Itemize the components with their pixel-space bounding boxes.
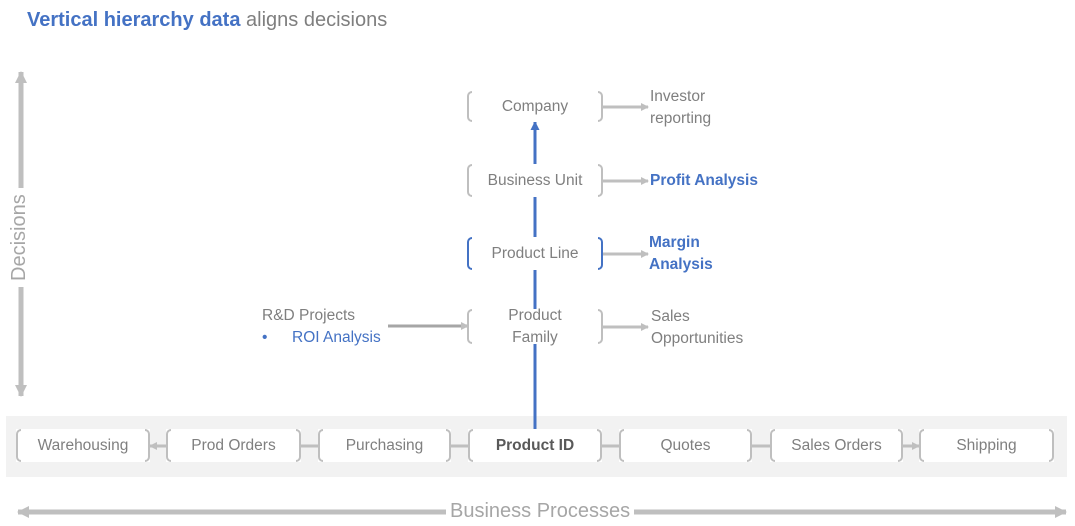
process-warehousing: Warehousing <box>16 429 150 462</box>
box-product-family: Product Family <box>467 307 603 346</box>
roi-analysis: ROI Analysis <box>292 329 381 346</box>
product-line-label: Product Line <box>491 244 579 262</box>
process-sales-orders: Sales Orders <box>770 429 903 462</box>
page-title: Vertical hierarchy data aligns decisions <box>27 9 387 32</box>
process-label: Shipping <box>956 436 1017 454</box>
company-label: Company <box>501 97 569 115</box>
process-shipping: Shipping <box>919 429 1054 462</box>
process-label: Quotes <box>660 436 711 454</box>
business-unit-label: Business Unit <box>487 171 583 189</box>
process-quotes: Quotes <box>619 429 752 462</box>
output-margin: Margin Analysis <box>649 234 713 273</box>
decisions-axis-label: Decisions <box>8 188 31 287</box>
output-investor: Investor reporting <box>650 88 712 127</box>
process-label: Prod Orders <box>191 436 276 454</box>
process-label: Purchasing <box>345 436 424 454</box>
output-profit: Profit Analysis <box>650 172 758 189</box>
title-bold: Vertical hierarchy data <box>27 9 241 31</box>
bullet-icon: • <box>262 329 268 346</box>
process-prod-orders: Prod Orders <box>166 429 301 462</box>
output-sales: Sales Opportunities <box>651 308 744 347</box>
process-product-id: Product ID <box>468 429 602 462</box>
process-label: Warehousing <box>37 436 129 454</box>
box-company: Company <box>467 91 603 122</box>
process-purchasing: Purchasing <box>318 429 451 462</box>
process-label: Product ID <box>495 436 575 454</box>
box-business-unit: Business Unit <box>467 164 603 197</box>
product-family-label: Product Family <box>508 306 562 346</box>
title-rest: aligns decisions <box>240 9 388 31</box>
business-processes-axis-label: Business Processes <box>446 500 635 523</box>
rd-projects: R&D Projects • ROI Analysis <box>262 305 381 349</box>
rd-projects-label: R&D Projects <box>262 307 356 324</box>
box-product-line: Product Line <box>467 237 603 270</box>
process-label: Sales Orders <box>791 436 882 454</box>
